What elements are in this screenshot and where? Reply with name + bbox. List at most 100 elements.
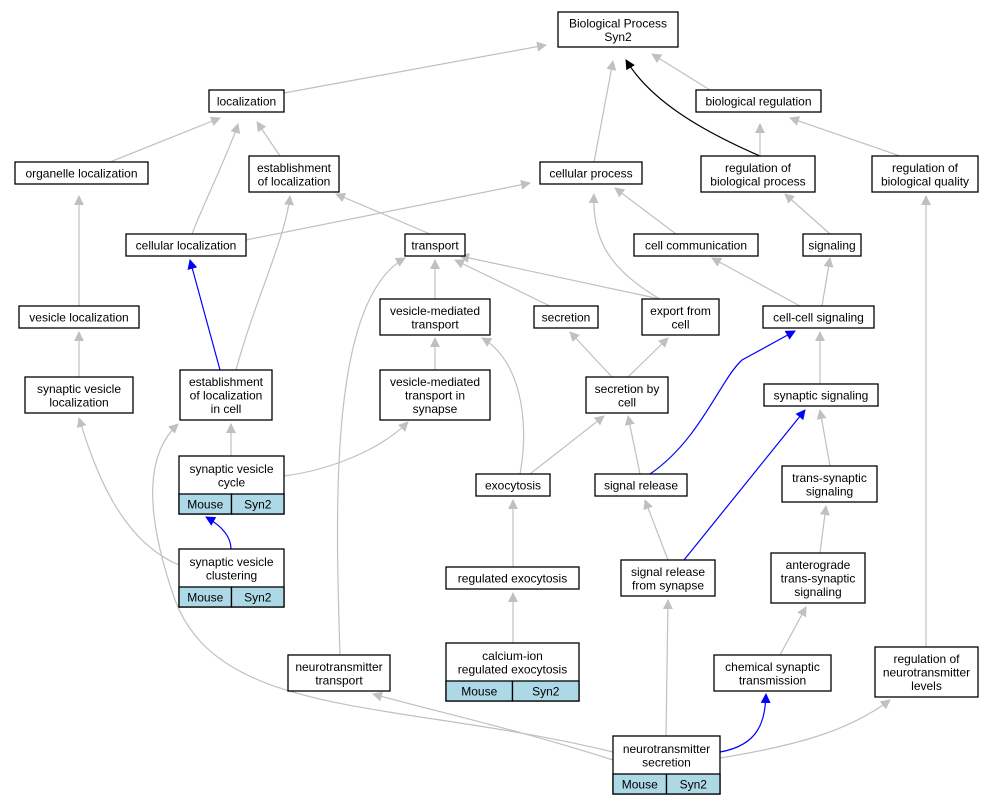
node-organelle-loc[interactable]: organelle localization [14, 161, 149, 185]
node-box [287, 654, 391, 692]
node-label: cycle [218, 475, 246, 489]
node-label: chemical synaptic [725, 660, 820, 674]
node-label: secretion [542, 311, 591, 325]
node-label: calcium-ion [482, 649, 543, 663]
node-label: vesicle-mediated [390, 375, 480, 389]
node-label: vesicle localization [29, 311, 128, 325]
edge-syn_ves_clust-to-syn_ves_cycle [205, 516, 232, 550]
node-box [557, 11, 679, 48]
node-label: neurotransmitter [295, 660, 382, 674]
node-label: regulation of [725, 161, 792, 175]
edge-nt_secretion-to-chem_syn [719, 693, 771, 753]
node-box [208, 89, 285, 113]
node-box [18, 305, 140, 329]
edge-localization-to-bp [283, 41, 547, 94]
node-localization[interactable]: localization [208, 89, 285, 113]
edge-layer [74, 41, 931, 761]
edge-transport-to-estab_loc [335, 192, 431, 235]
node-label: exocytosis [485, 479, 541, 493]
edge-nt_transport-to-transport [336, 257, 406, 656]
node-box [620, 559, 716, 597]
node-vesicle-loc[interactable]: vesicle localization [18, 305, 140, 329]
node-cc-signaling[interactable]: cell-cell signaling [762, 305, 875, 329]
node-label: trans-synaptic [781, 572, 856, 586]
node-secretion[interactable]: secretion [533, 305, 599, 329]
edge-cc_signaling-to-signaling [821, 257, 834, 307]
edge-cellular_loc-to-cellular_process [245, 179, 531, 241]
node-box [763, 383, 879, 407]
node-label: regulated exocytosis [458, 572, 567, 586]
node-cellular-loc[interactable]: cellular localization [125, 233, 247, 257]
node-label: of localization [258, 174, 331, 188]
edge-signal_release-to-secretion_cell [624, 415, 641, 475]
annotation-cell [230, 493, 285, 515]
node-exocytosis[interactable]: exocytosis [475, 473, 551, 497]
edge-reg_bioqual-to-bioreg [789, 116, 901, 157]
node-cellular-process[interactable]: cellular process [539, 161, 643, 185]
annotation-label: Syn2 [680, 778, 708, 792]
node-box [179, 369, 273, 421]
node-label: transmission [739, 673, 806, 687]
edge-sig_rel_syn-to-signal_release [643, 499, 669, 561]
node-label: anterograde [786, 558, 851, 572]
node-bioreg[interactable]: biological regulation [695, 89, 822, 113]
node-transport[interactable]: transport [404, 233, 466, 257]
node-label: neurotransmitter [623, 742, 710, 756]
node-label: localization [217, 95, 276, 109]
edge-nt_secretion-to-reg_nt_levels [719, 699, 891, 759]
edge-secretion_cell-to-export_cell [627, 337, 669, 378]
node-box [770, 552, 866, 604]
edge-cellular_loc-to-localization [191, 123, 241, 235]
node-cell-comm[interactable]: cell communication [633, 233, 759, 257]
node-label: cell-cell signaling [773, 311, 864, 325]
edge-bioreg-to-bp [651, 53, 711, 91]
node-label: biological quality [881, 174, 969, 188]
node-box [379, 298, 491, 336]
node-label: Biological Process [569, 16, 667, 30]
node-box [781, 465, 878, 503]
edge-export_cell-to-cellular_process [588, 193, 661, 300]
edge-exocytosis-to-vm_transport [481, 337, 525, 475]
node-box [874, 646, 979, 698]
annotation-label: Syn2 [244, 591, 272, 605]
node-signal-release[interactable]: signal release [594, 473, 688, 497]
node-label: transport [411, 239, 459, 253]
node-signaling[interactable]: signaling [802, 233, 862, 257]
node-box [539, 161, 643, 185]
node-label: regulated exocytosis [458, 662, 567, 676]
edge-trans_syn_sig-to-syn_signaling [816, 409, 831, 467]
node-label: signal release [604, 479, 678, 493]
node-label: Syn2 [604, 30, 632, 44]
node-label: synaptic vesicle [189, 462, 273, 476]
edge-secretion_cell-to-secretion [569, 331, 613, 378]
node-label: signaling [806, 484, 853, 498]
node-syn-signaling[interactable]: synaptic signaling [763, 383, 879, 407]
edge-signaling-to-reg_bioproc [784, 193, 831, 235]
node-reg-exocytosis[interactable]: regulated exocytosis [445, 566, 580, 590]
edge-syn_ves_clust-to-syn_ves_loc [76, 417, 180, 566]
annotation-label: Mouse [187, 591, 223, 605]
node-label: regulation of [893, 652, 960, 666]
annotation-label: Mouse [622, 778, 658, 792]
